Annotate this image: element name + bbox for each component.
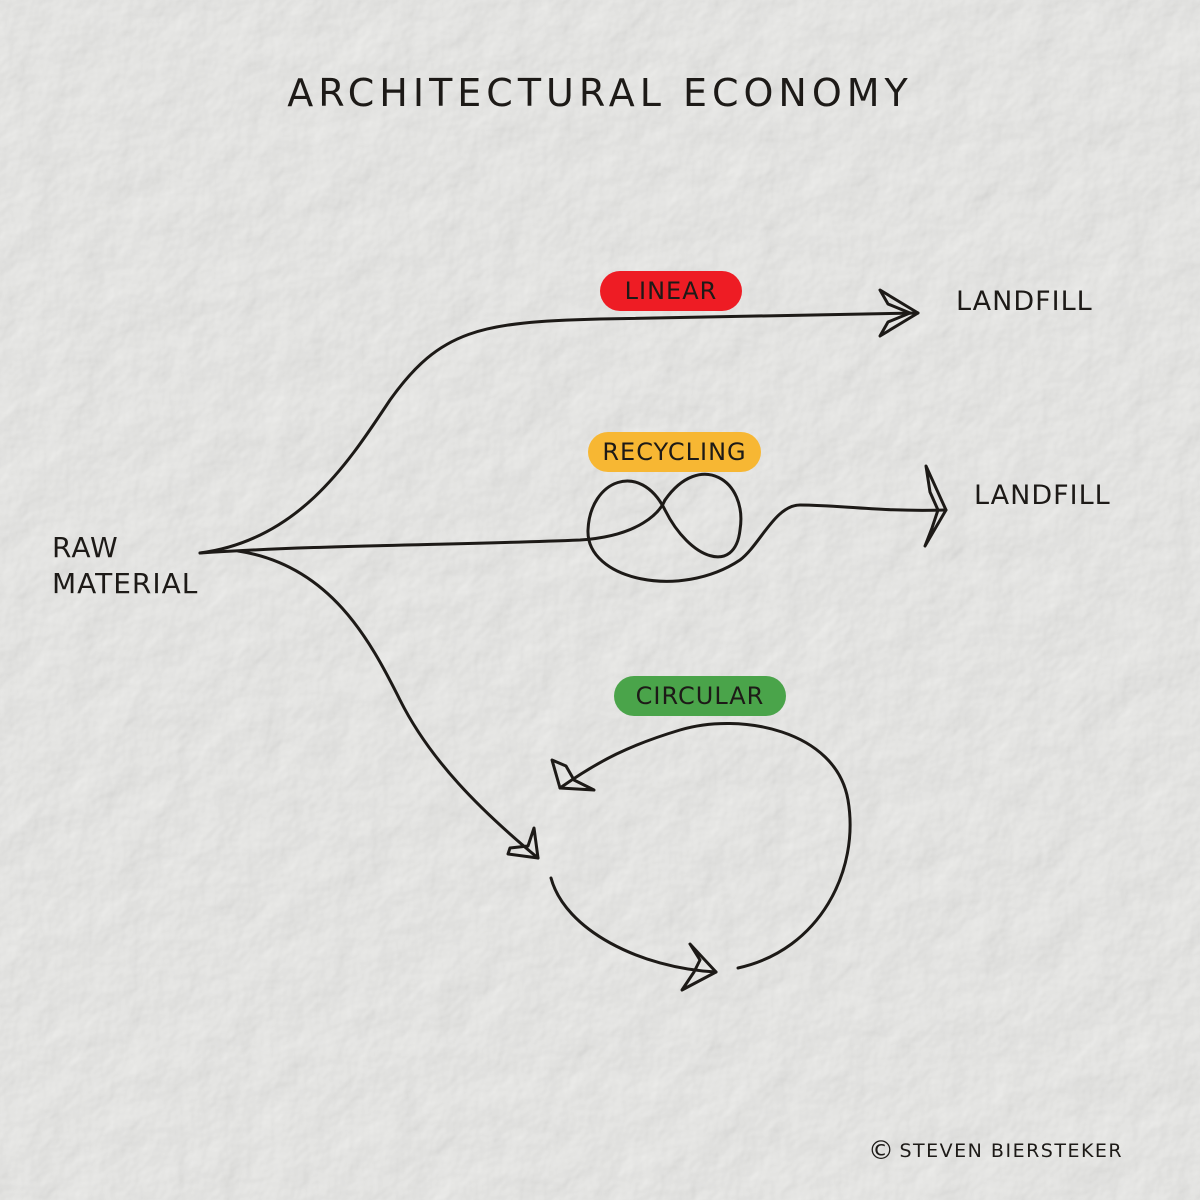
- circular-loop-line: [549, 876, 718, 974]
- recycling-flow-line: [198, 498, 667, 555]
- circular-entry-line: [236, 549, 540, 860]
- copyright-credit: © STEVEN BIERSTEKER: [868, 1138, 1123, 1164]
- linear-badge: LINEAR: [600, 271, 742, 311]
- circular-badge: CIRCULAR: [614, 676, 786, 716]
- raw-material-label: RAW MATERIAL: [52, 530, 198, 602]
- circular-return-line: [558, 722, 852, 970]
- linear-flow-line: [198, 311, 920, 555]
- linear-arrowhead: [878, 288, 920, 338]
- recycling-arrowhead: [923, 464, 948, 548]
- linear-landfill-label: LANDFILL: [956, 286, 1093, 317]
- page-title: Architectural Economy: [287, 71, 913, 115]
- circular-entry-arrowhead: [506, 826, 540, 860]
- copyright-icon: ©: [868, 1136, 896, 1166]
- recycling-badge: RECYCLING: [588, 432, 761, 472]
- raw-material-label-line2: MATERIAL: [52, 567, 199, 600]
- recycling-landfill-label: LANDFILL: [974, 480, 1111, 511]
- recycling-infinity-loop: [586, 472, 948, 583]
- circular-return-arrowhead: [550, 758, 596, 792]
- circular-lower-arrowhead: [680, 942, 718, 992]
- author-name: STEVEN BIERSTEKER: [899, 1139, 1124, 1162]
- raw-material-label-line1: RAW: [52, 531, 119, 564]
